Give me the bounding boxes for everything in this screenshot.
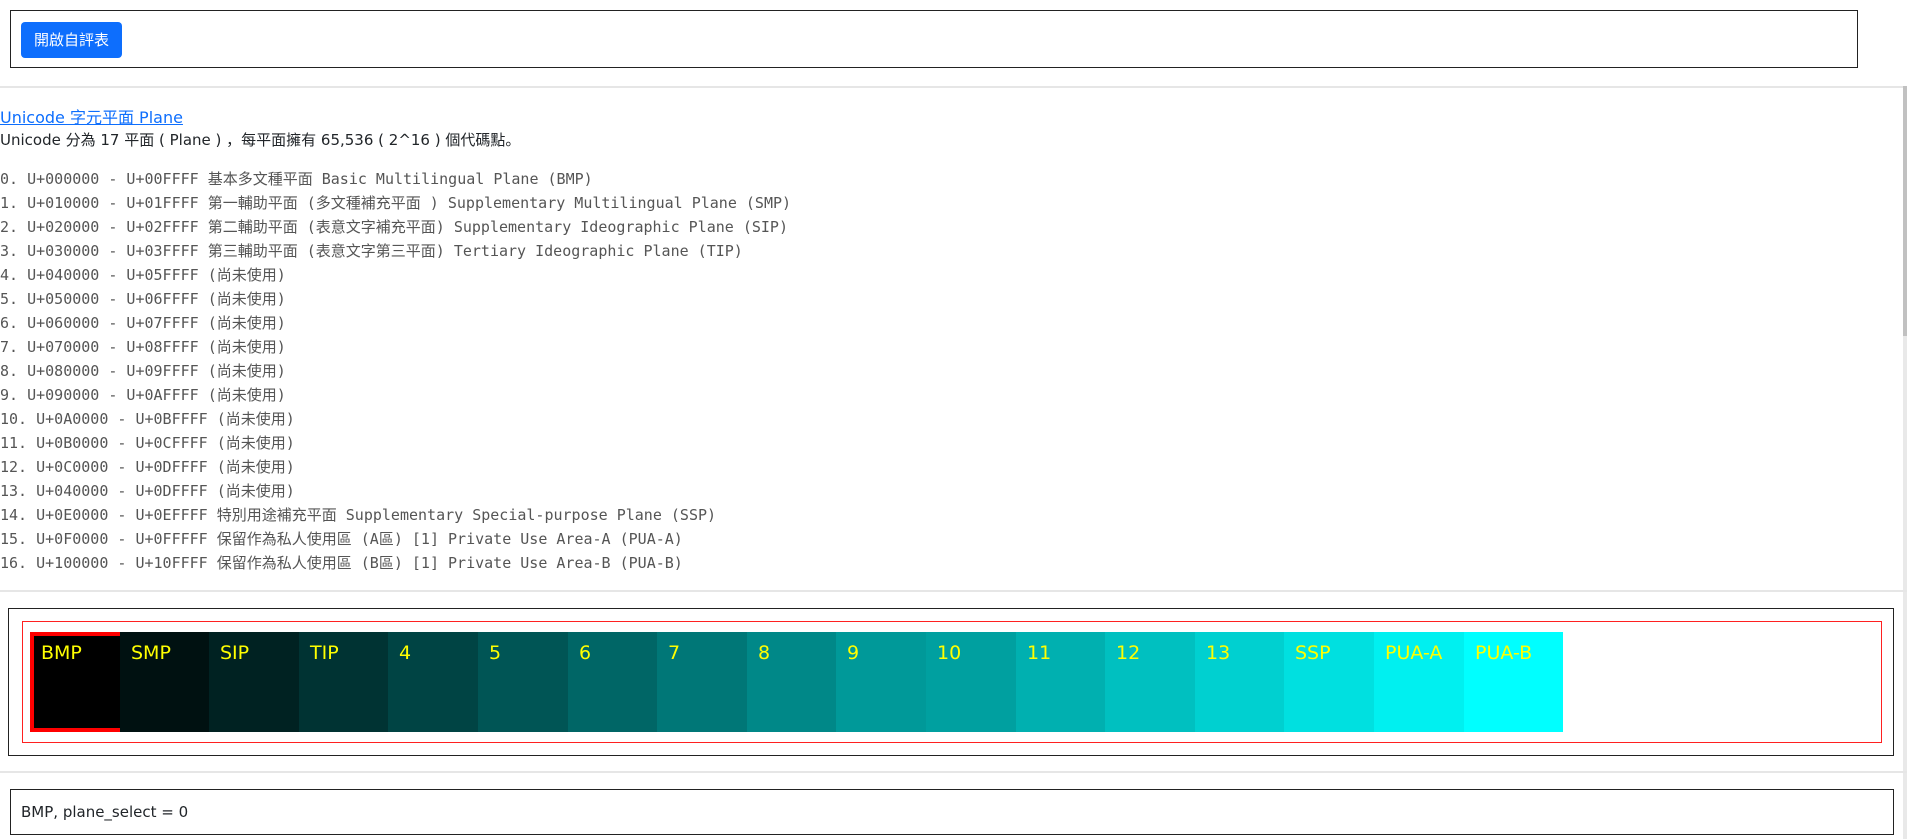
divider (0, 590, 1907, 592)
plane-tile-pua-b[interactable]: PUA-B (1464, 632, 1563, 732)
plane-list-item: 12. U+0C0000 - U+0DFFFF (尚未使用) (0, 458, 295, 476)
plane-tile-5[interactable]: 5 (478, 632, 577, 732)
plane-list-item: 14. U+0E0000 - U+0EFFFF 特別用途補充平面 Supplem… (0, 506, 717, 524)
plane-tile-smp[interactable]: SMP (120, 632, 219, 732)
plane-tile-7[interactable]: 7 (657, 632, 756, 732)
plane-list-item: 3. U+030000 - U+03FFFF 第三輔助平面 (表意文字第三平面)… (0, 242, 743, 260)
plane-tile-bmp[interactable]: BMP (30, 632, 129, 732)
divider (0, 771, 1907, 773)
plane-tile-6[interactable]: 6 (568, 632, 667, 732)
plane-tile-9[interactable]: 9 (836, 632, 935, 732)
unicode-plane-link[interactable]: Unicode 字元平面 Plane (0, 108, 183, 127)
plane-list-item: 15. U+0F0000 - U+0FFFFF 保留作為私人使用區 (A區) [… (0, 530, 683, 548)
plane-list-item: 1. U+010000 - U+01FFFF 第一輔助平面 (多文種補充平面 )… (0, 194, 792, 212)
plane-list-item: 9. U+090000 - U+0AFFFF (尚未使用) (0, 386, 286, 404)
plane-list: 0. U+000000 - U+00FFFF 基本多文種平面 Basic Mul… (0, 167, 791, 575)
plane-tile-tip[interactable]: TIP (299, 632, 398, 732)
plane-list-item: 16. U+100000 - U+10FFFF 保留作為私人使用區 (B區) [… (0, 554, 683, 572)
plane-tile-11[interactable]: 11 (1016, 632, 1115, 732)
status-output: BMP, plane_select = 0 (10, 789, 1894, 835)
open-self-assessment-button[interactable]: 開啟自評表 (21, 22, 123, 58)
divider (0, 86, 1907, 88)
plane-list-item: 0. U+000000 - U+00FFFF 基本多文種平面 Basic Mul… (0, 170, 593, 188)
plane-tile-8[interactable]: 8 (747, 632, 846, 732)
plane-list-item: 2. U+020000 - U+02FFFF 第二輔助平面 (表意文字補充平面)… (0, 218, 788, 236)
plane-list-item: 11. U+0B0000 - U+0CFFFF (尚未使用) (0, 434, 295, 452)
plane-tile-sip[interactable]: SIP (209, 632, 308, 732)
plane-tile-4[interactable]: 4 (388, 632, 487, 732)
plane-list-item: 8. U+080000 - U+09FFFF (尚未使用) (0, 362, 286, 380)
scrollbar-track[interactable] (1903, 86, 1907, 839)
plane-list-item: 10. U+0A0000 - U+0BFFFF (尚未使用) (0, 410, 295, 428)
plane-tile-pua-a[interactable]: PUA-A (1374, 632, 1473, 732)
plane-tile-10[interactable]: 10 (926, 632, 1025, 732)
plane-tile-13[interactable]: 13 (1195, 632, 1294, 732)
plane-list-item: 6. U+060000 - U+07FFFF (尚未使用) (0, 314, 286, 332)
toolbar-panel: 開啟自評表 (10, 10, 1858, 68)
intro-text: Unicode 分為 17 平面 ( Plane ) ，每平面擁有 65,536… (0, 131, 521, 149)
plane-list-item: 4. U+040000 - U+05FFFF (尚未使用) (0, 266, 286, 284)
plane-list-item: 13. U+040000 - U+0DFFFF (尚未使用) (0, 482, 295, 500)
scrollbar-thumb[interactable] (1903, 86, 1907, 336)
plane-list-item: 5. U+050000 - U+06FFFF (尚未使用) (0, 290, 286, 308)
plane-list-item: 7. U+070000 - U+08FFFF (尚未使用) (0, 338, 286, 356)
plane-tile-12[interactable]: 12 (1105, 632, 1204, 732)
plane-tile-ssp[interactable]: SSP (1284, 632, 1383, 732)
